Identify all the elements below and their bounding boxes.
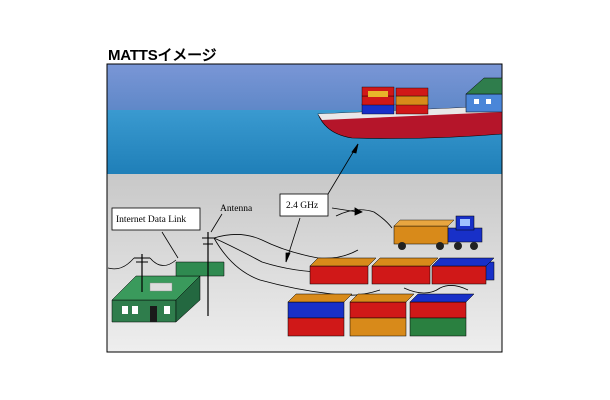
yard-container (409, 301, 467, 319)
ship-bridge-roof (465, 77, 503, 95)
yard-container-top (409, 293, 475, 303)
container-yard (287, 257, 495, 337)
ship-container-stripe (368, 91, 388, 97)
ship-container (361, 95, 395, 106)
truck-wheel (470, 242, 478, 250)
antenna-pointer (210, 213, 223, 233)
ship-container (395, 87, 429, 97)
radio-links (213, 143, 469, 296)
yard-container (371, 265, 431, 285)
wire (149, 257, 177, 266)
radio-link-right (331, 207, 359, 213)
truck-wheel (398, 242, 406, 250)
label-frequency: 2.4 GHz (279, 193, 329, 217)
radio-link-yard (403, 285, 469, 294)
container-truck (393, 215, 483, 250)
yard-container (349, 317, 407, 337)
yard-container-top (371, 257, 439, 267)
arrow-head (285, 252, 291, 263)
antenna (202, 213, 223, 316)
yard-container-top (287, 293, 353, 303)
yard-container (409, 317, 467, 337)
truck-wheel (436, 242, 444, 250)
internet-pointer (161, 231, 179, 259)
yard-container (309, 265, 369, 285)
ship-window (486, 99, 491, 104)
container-ship (317, 77, 503, 139)
radio-link-truck (335, 209, 393, 229)
building-window (132, 306, 138, 314)
arrow-head (354, 207, 363, 216)
yard-container-top (349, 293, 415, 303)
ship-container (361, 103, 395, 115)
wire (107, 257, 135, 270)
yard-container (287, 301, 345, 319)
truck-container (393, 225, 449, 245)
radio-link (213, 237, 381, 296)
label-antenna: Antenna (220, 204, 253, 214)
label-antenna-text: Antenna (220, 204, 253, 214)
internet-line (107, 231, 179, 292)
label-frequency-text: 2.4 GHz (286, 201, 318, 211)
ship-container (395, 95, 429, 106)
truck-wheel (454, 242, 462, 250)
building-window (164, 306, 170, 314)
truck-window (460, 219, 470, 226)
diagram-frame (106, 63, 503, 353)
building-upper (175, 261, 225, 277)
ship-container (395, 103, 429, 115)
yard-container-top (431, 257, 495, 267)
diagram-title: MATTSイメージ (108, 47, 217, 64)
radio-link (213, 234, 359, 259)
yard-container (349, 301, 407, 319)
yard-container (287, 317, 345, 337)
truck-container-top (393, 219, 455, 227)
arrow-head (351, 143, 359, 154)
ship-bridge (465, 93, 503, 113)
yard-container-top (309, 257, 377, 267)
label-internet: Internet Data Link (111, 207, 201, 231)
yard-container (431, 265, 487, 285)
building-side (175, 275, 201, 323)
building-window (122, 306, 128, 314)
control-building (111, 261, 225, 323)
sky (107, 64, 502, 110)
ship-window (474, 99, 479, 104)
building-roof-unit (149, 282, 173, 292)
label-internet-text: Internet Data Link (116, 215, 186, 225)
building-door (150, 306, 157, 322)
